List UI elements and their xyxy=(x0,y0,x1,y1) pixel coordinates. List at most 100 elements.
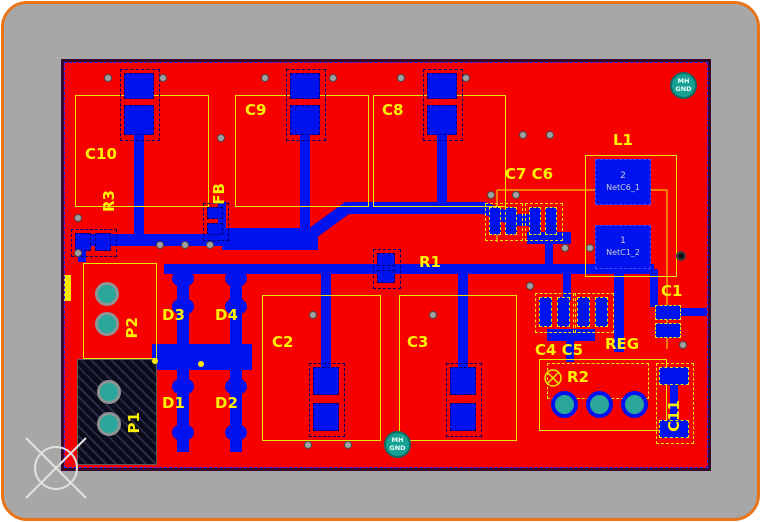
label-d2[interactable]: D2 xyxy=(215,394,238,412)
copper-trace-layer[interactable] xyxy=(64,62,708,468)
label-c10[interactable]: C10 xyxy=(85,145,117,163)
label-c4c5[interactable]: C4 C5 xyxy=(535,341,584,359)
label-c8[interactable]: C8 xyxy=(382,101,404,119)
pcb-board[interactable]: 2 NetC6_1 1 NetC1_2 xyxy=(61,59,711,471)
smd-pad-c2-1[interactable] xyxy=(313,367,339,395)
th-pad-p1-1[interactable] xyxy=(97,380,121,404)
label-d4[interactable]: D4 xyxy=(215,306,238,324)
label-d3[interactable]: D3 xyxy=(162,306,185,324)
via[interactable] xyxy=(586,244,594,252)
via[interactable] xyxy=(156,241,164,249)
smd-pad-fb-2[interactable] xyxy=(207,223,223,235)
via[interactable] xyxy=(74,214,82,222)
mounting-hole-gnd[interactable]: MH GND xyxy=(670,72,697,99)
via[interactable] xyxy=(487,191,495,199)
smd-pad-c1-1[interactable] xyxy=(655,305,681,320)
via[interactable] xyxy=(104,74,112,82)
smd-pad-d2-2[interactable] xyxy=(225,425,247,440)
smd-pad-d1-2[interactable] xyxy=(172,425,194,440)
th-pad-p2-2[interactable] xyxy=(95,312,119,336)
th-pad-reg-1[interactable] xyxy=(551,391,578,418)
smd-pad-c8-2[interactable] xyxy=(427,105,457,135)
via[interactable] xyxy=(429,311,437,319)
via[interactable] xyxy=(519,131,527,139)
smd-pad-l1-1[interactable]: 1 NetC1_2 xyxy=(595,225,651,269)
th-pad-reg-3[interactable] xyxy=(621,391,648,418)
smd-pad-r1-1[interactable] xyxy=(377,253,395,266)
label-fb[interactable]: FB xyxy=(210,183,228,205)
via[interactable] xyxy=(679,341,687,349)
smd-pad-r1-2[interactable] xyxy=(377,270,395,283)
via[interactable] xyxy=(397,74,405,82)
smd-pad-d3-1[interactable] xyxy=(172,271,194,286)
th-pad-p1-2[interactable] xyxy=(97,412,121,436)
drill-hole[interactable] xyxy=(676,251,686,261)
smd-pad-c5-2[interactable] xyxy=(595,297,608,327)
smd-pad-c4-2[interactable] xyxy=(557,297,570,327)
label-d1[interactable]: D1 xyxy=(162,394,185,412)
smd-pad-d4-1[interactable] xyxy=(225,271,247,286)
smd-pad-c10-1[interactable] xyxy=(124,73,154,99)
footprint-outline-c2[interactable] xyxy=(262,295,381,441)
smd-pad-c5-1[interactable] xyxy=(577,297,590,327)
footprint-outline-p2[interactable] xyxy=(83,263,157,359)
via[interactable] xyxy=(74,249,82,257)
smd-pad-c3-2[interactable] xyxy=(450,403,476,431)
label-c9[interactable]: C9 xyxy=(245,101,267,119)
via[interactable] xyxy=(561,244,569,252)
th-pad-reg-2[interactable] xyxy=(586,391,613,418)
via[interactable] xyxy=(462,74,470,82)
smd-pad-r3-1[interactable] xyxy=(75,233,91,251)
smd-pad-c3-1[interactable] xyxy=(450,367,476,395)
via[interactable] xyxy=(217,134,225,142)
label-r2[interactable]: R2 xyxy=(567,368,589,386)
mounting-hole-gnd[interactable]: MH GND xyxy=(384,431,411,458)
via[interactable] xyxy=(329,74,337,82)
via[interactable] xyxy=(261,74,269,82)
label-r3[interactable]: R3 xyxy=(100,190,118,212)
via[interactable] xyxy=(309,311,317,319)
smd-pad-c2-2[interactable] xyxy=(313,403,339,431)
footprint-outline-l1[interactable] xyxy=(585,155,677,277)
via[interactable] xyxy=(206,241,214,249)
smd-pad-c11-1[interactable] xyxy=(659,367,689,385)
smd-pad-c7-2[interactable] xyxy=(505,207,517,235)
label-p1[interactable]: P1 xyxy=(125,412,143,434)
label-c11[interactable]: C11 xyxy=(665,400,683,432)
label-c2[interactable]: C2 xyxy=(272,333,294,351)
test-point[interactable] xyxy=(198,361,204,367)
smd-pad-c10-2[interactable] xyxy=(124,105,154,135)
label-c7c6[interactable]: C7 C6 xyxy=(505,165,554,183)
via[interactable] xyxy=(512,191,520,199)
smd-pad-c8-1[interactable] xyxy=(427,73,457,99)
smd-pad-c4-1[interactable] xyxy=(539,297,552,327)
smd-pad-r3-2[interactable] xyxy=(95,233,111,251)
via[interactable] xyxy=(181,241,189,249)
smd-pad-d4-2[interactable] xyxy=(225,299,247,314)
smd-pad-c9-1[interactable] xyxy=(290,73,320,99)
smd-pad-d3-2[interactable] xyxy=(172,299,194,314)
test-point[interactable] xyxy=(152,358,158,364)
smd-pad-c9-2[interactable] xyxy=(290,105,320,135)
connector-p1-body[interactable] xyxy=(77,359,157,465)
label-reg[interactable]: REG xyxy=(605,335,640,353)
via[interactable] xyxy=(526,282,534,290)
smd-pad-c7-1[interactable] xyxy=(489,207,501,235)
smd-pad-l1-2[interactable]: 2 NetC6_1 xyxy=(595,159,651,205)
smd-pad-fb-1[interactable] xyxy=(207,207,223,219)
smd-pad-c11-2[interactable] xyxy=(659,420,689,438)
via[interactable] xyxy=(304,441,312,449)
via[interactable] xyxy=(546,131,554,139)
footprint-outline-c3[interactable] xyxy=(399,295,517,441)
via[interactable] xyxy=(159,74,167,82)
label-l1[interactable]: L1 xyxy=(613,131,633,149)
label-c3[interactable]: C3 xyxy=(407,333,429,351)
footprint-outline-reg[interactable] xyxy=(539,359,667,431)
via[interactable] xyxy=(344,441,352,449)
smd-pad-d2-1[interactable] xyxy=(225,379,247,394)
smd-pad-c6-1[interactable] xyxy=(529,207,541,235)
smd-pad-c6-2[interactable] xyxy=(545,207,557,235)
label-c1[interactable]: C1 xyxy=(661,282,683,300)
label-p2[interactable]: P2 xyxy=(123,317,141,339)
th-pad-p2-1[interactable] xyxy=(95,282,119,306)
